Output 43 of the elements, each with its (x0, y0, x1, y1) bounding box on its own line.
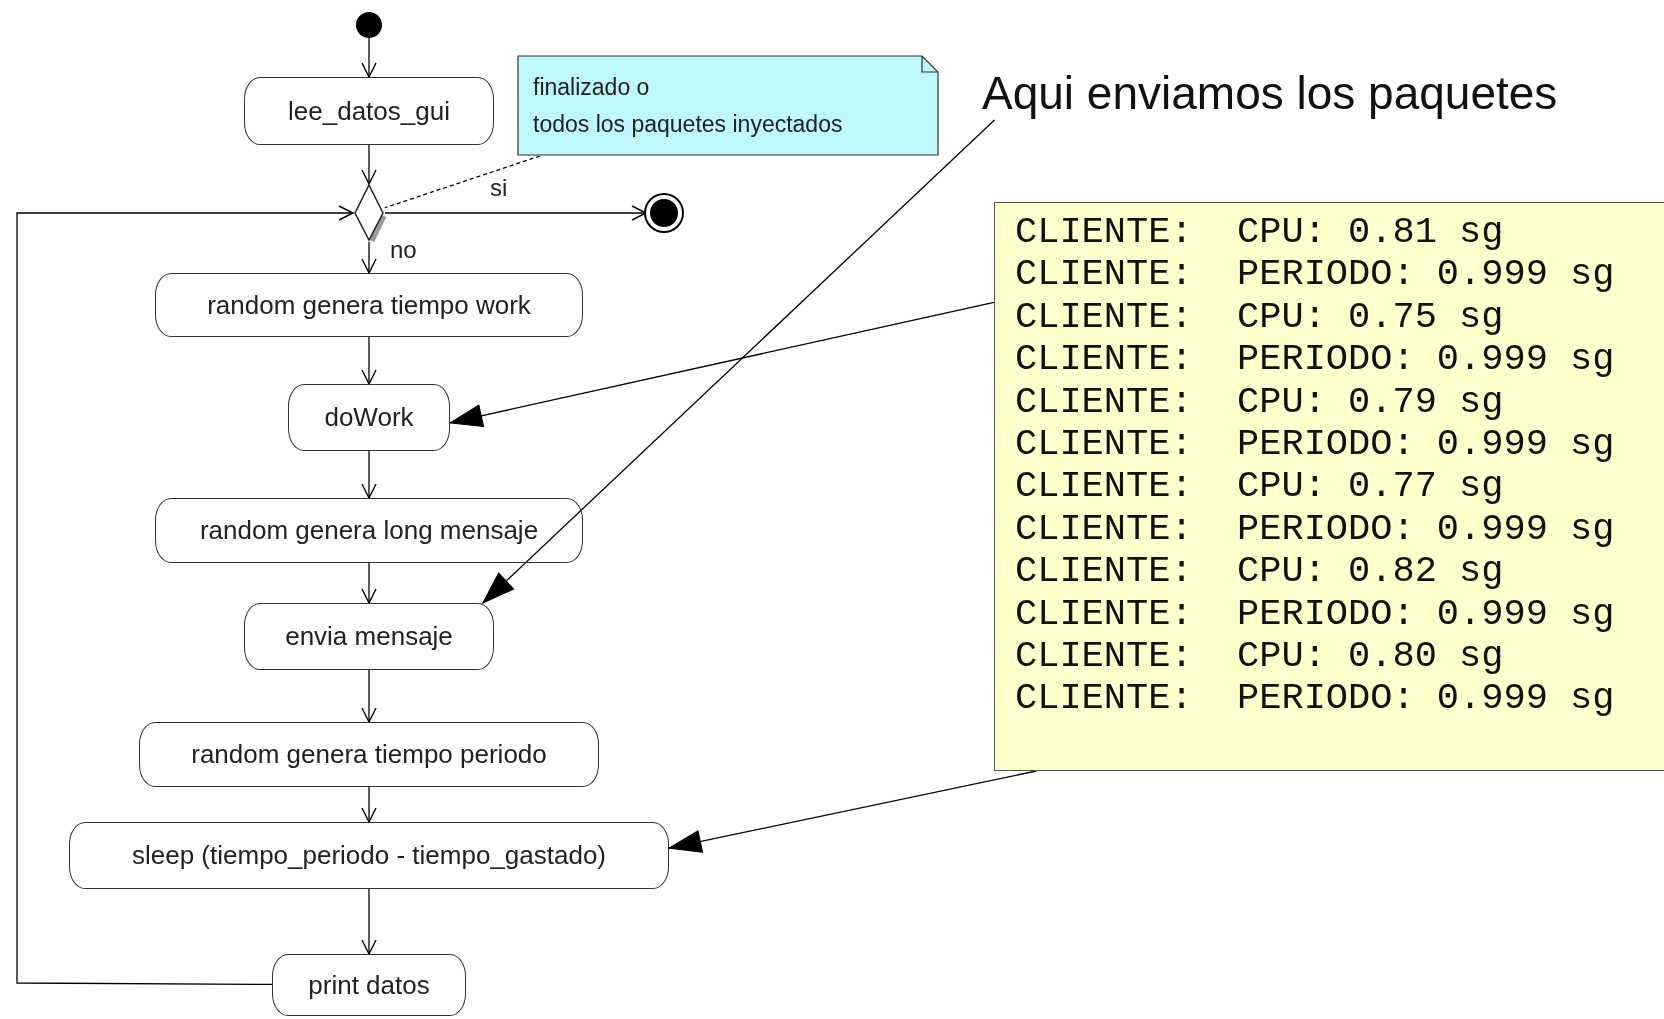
action-box: envia mensaje (244, 603, 494, 670)
action-box: lee_datos_gui (244, 77, 494, 145)
log-line: CLIENTE: PERIODO: 0.999 sg (1015, 592, 1615, 636)
end-node (646, 195, 682, 231)
leader-arrow (668, 770, 1037, 853)
arrow (361, 669, 377, 723)
arrow (361, 888, 377, 955)
arrow (361, 562, 377, 604)
log-line: CLIENTE: CPU: 0.79 sg (1015, 380, 1504, 424)
log-line: CLIENTE: CPU: 0.80 sg (1015, 635, 1504, 678)
action-box: print datos (272, 954, 466, 1016)
arrow (361, 144, 377, 185)
arrow (361, 786, 377, 823)
start-node (356, 12, 382, 38)
log-line: CLIENTE: PERIODO: 0.999 sg (1015, 253, 1615, 296)
log-line: CLIENTE: CPU: 0.75 sg (1015, 295, 1504, 339)
log-line: CLIENTE: PERIODO: 0.999 sg (1015, 677, 1615, 720)
note-box (517, 55, 939, 156)
log-line: CLIENTE: PERIODO: 0.999 sg (1015, 507, 1615, 551)
arrow (361, 450, 377, 499)
leader-arrow (482, 119, 996, 604)
log-line: CLIENTE: CPU: 0.81 sg (1015, 211, 1504, 254)
arrow (16, 205, 354, 986)
log-line: CLIENTE: PERIODO: 0.999 sg (1015, 423, 1615, 466)
arrow (361, 241, 377, 274)
action-box: doWork (288, 384, 450, 451)
dashed-connector (384, 155, 541, 209)
note-text: todos los paquetes inyectados (533, 110, 843, 139)
action-box: random genera tiempo periodo (139, 722, 599, 787)
leader-arrow (449, 301, 995, 428)
action-box: sleep (tiempo_periodo - tiempo_gastado) (69, 822, 669, 889)
log-panel (994, 202, 1664, 771)
note-text: finalizado o (533, 73, 650, 102)
action-box: random genera long mensaje (155, 498, 583, 563)
action-box: random genera tiempo work (155, 273, 583, 337)
log-line: CLIENTE: PERIODO: 0.999 sg (1015, 338, 1615, 381)
log-line: CLIENTE: CPU: 0.77 sg (1015, 465, 1504, 508)
arrow (361, 37, 377, 78)
annotation-text: Aqui enviamos los paquetes (982, 66, 1592, 120)
arrow (384, 205, 647, 221)
decision-diamond (353, 184, 385, 242)
arrow (361, 336, 377, 385)
log-line: CLIENTE: CPU: 0.82 sg (1015, 550, 1504, 593)
